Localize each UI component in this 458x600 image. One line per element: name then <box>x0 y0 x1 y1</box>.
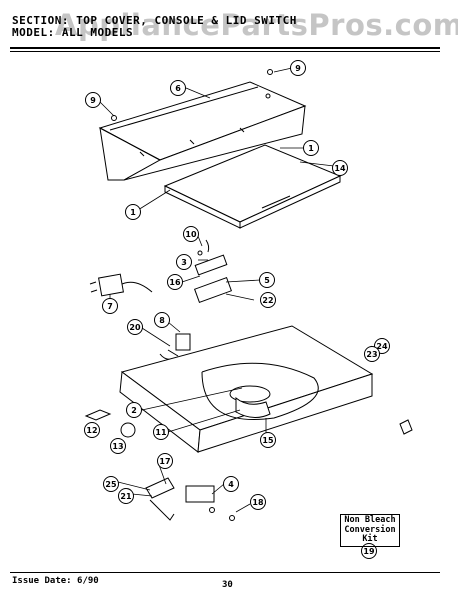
header-rule-thin <box>10 51 440 52</box>
callout-12 <box>84 422 100 438</box>
callout-18 <box>250 494 266 510</box>
callout-13 <box>110 438 126 454</box>
callout-number-6: 6 <box>175 84 181 93</box>
callout-6 <box>170 80 186 96</box>
callout-number-12: 12 <box>86 426 97 435</box>
callout-number-3: 3 <box>181 258 187 267</box>
diagram-header: SECTION: TOP COVER, CONSOLE & LID SWITCH… <box>12 15 442 39</box>
callout-number-24: 24 <box>376 342 388 351</box>
callout-number-14: 14 <box>334 164 346 173</box>
callout-11 <box>153 424 169 440</box>
callout-labels: 9 6 9 1 14 1 10 3 5 16 22 7 8 20 24 23 2… <box>86 64 388 556</box>
callout-number-17: 17 <box>159 457 170 466</box>
callout-number-20: 20 <box>129 323 141 332</box>
callout-number-9: 9 <box>295 64 301 73</box>
callout-number-18: 18 <box>252 498 264 507</box>
callout-1b <box>125 204 141 220</box>
callout-10 <box>183 226 199 242</box>
console-panel <box>98 81 307 181</box>
kit-line-1: Non Bleach <box>344 515 396 525</box>
watermark-text: AppliancePartsPros.com <box>55 8 458 42</box>
power-cord <box>89 273 153 297</box>
callout-1a <box>303 140 319 156</box>
switch-assembly <box>145 477 235 521</box>
callout-14 <box>332 160 348 176</box>
callout-7 <box>102 298 118 314</box>
callout-5 <box>259 272 275 288</box>
callout-number-7: 7 <box>107 302 113 311</box>
callout-2 <box>126 402 142 418</box>
callout-number-15: 15 <box>262 436 274 445</box>
kit-line-2: Conversion <box>344 524 396 535</box>
callout-9b <box>85 92 101 108</box>
callout-21 <box>118 488 134 504</box>
lid-switch <box>193 239 233 304</box>
callout-15 <box>260 432 276 448</box>
page-number: 30 <box>222 580 233 590</box>
issue-date: Issue Date: 6/90 <box>12 576 99 586</box>
callout-number-8: 8 <box>159 316 165 325</box>
header-rule <box>10 47 440 49</box>
callout-19 <box>361 543 377 559</box>
callout-3 <box>176 254 192 270</box>
callout-17 <box>157 453 173 469</box>
callout-number-2: 2 <box>131 406 137 415</box>
callout-number-23: 23 <box>366 350 377 359</box>
callout-number-16: 16 <box>169 278 181 287</box>
callout-9a <box>290 60 306 76</box>
callout-25 <box>103 476 119 492</box>
kit-line-3: Kit <box>362 534 378 544</box>
callout-16 <box>167 274 183 290</box>
callout-number-13: 13 <box>112 442 123 451</box>
non-bleach-kit-label: Non Bleach Conversion Kit <box>340 514 400 547</box>
callout-number-11: 11 <box>155 428 167 437</box>
callout-number-25: 25 <box>105 480 117 489</box>
callout-number-1: 1 <box>130 208 136 217</box>
callout-number-4: 4 <box>228 480 234 489</box>
callout-number-9: 9 <box>90 96 96 105</box>
footer-rule <box>10 572 440 573</box>
top-cover <box>119 325 374 453</box>
model-title: MODEL: ALL MODELS <box>12 26 134 39</box>
callout-number-19: 19 <box>363 547 375 556</box>
callout-4 <box>223 476 239 492</box>
callout-23 <box>364 346 380 362</box>
callout-number-21: 21 <box>120 492 132 501</box>
callout-22 <box>260 292 276 308</box>
callout-number-1: 1 <box>308 144 314 153</box>
callout-8 <box>154 312 170 328</box>
callout-number-5: 5 <box>264 276 270 285</box>
lid <box>163 144 342 229</box>
section-title: SECTION: TOP COVER, CONSOLE & LID SWITCH <box>12 14 297 27</box>
callout-number-10: 10 <box>185 230 197 239</box>
callout-number-22: 22 <box>262 296 273 305</box>
callout-20 <box>127 319 143 335</box>
